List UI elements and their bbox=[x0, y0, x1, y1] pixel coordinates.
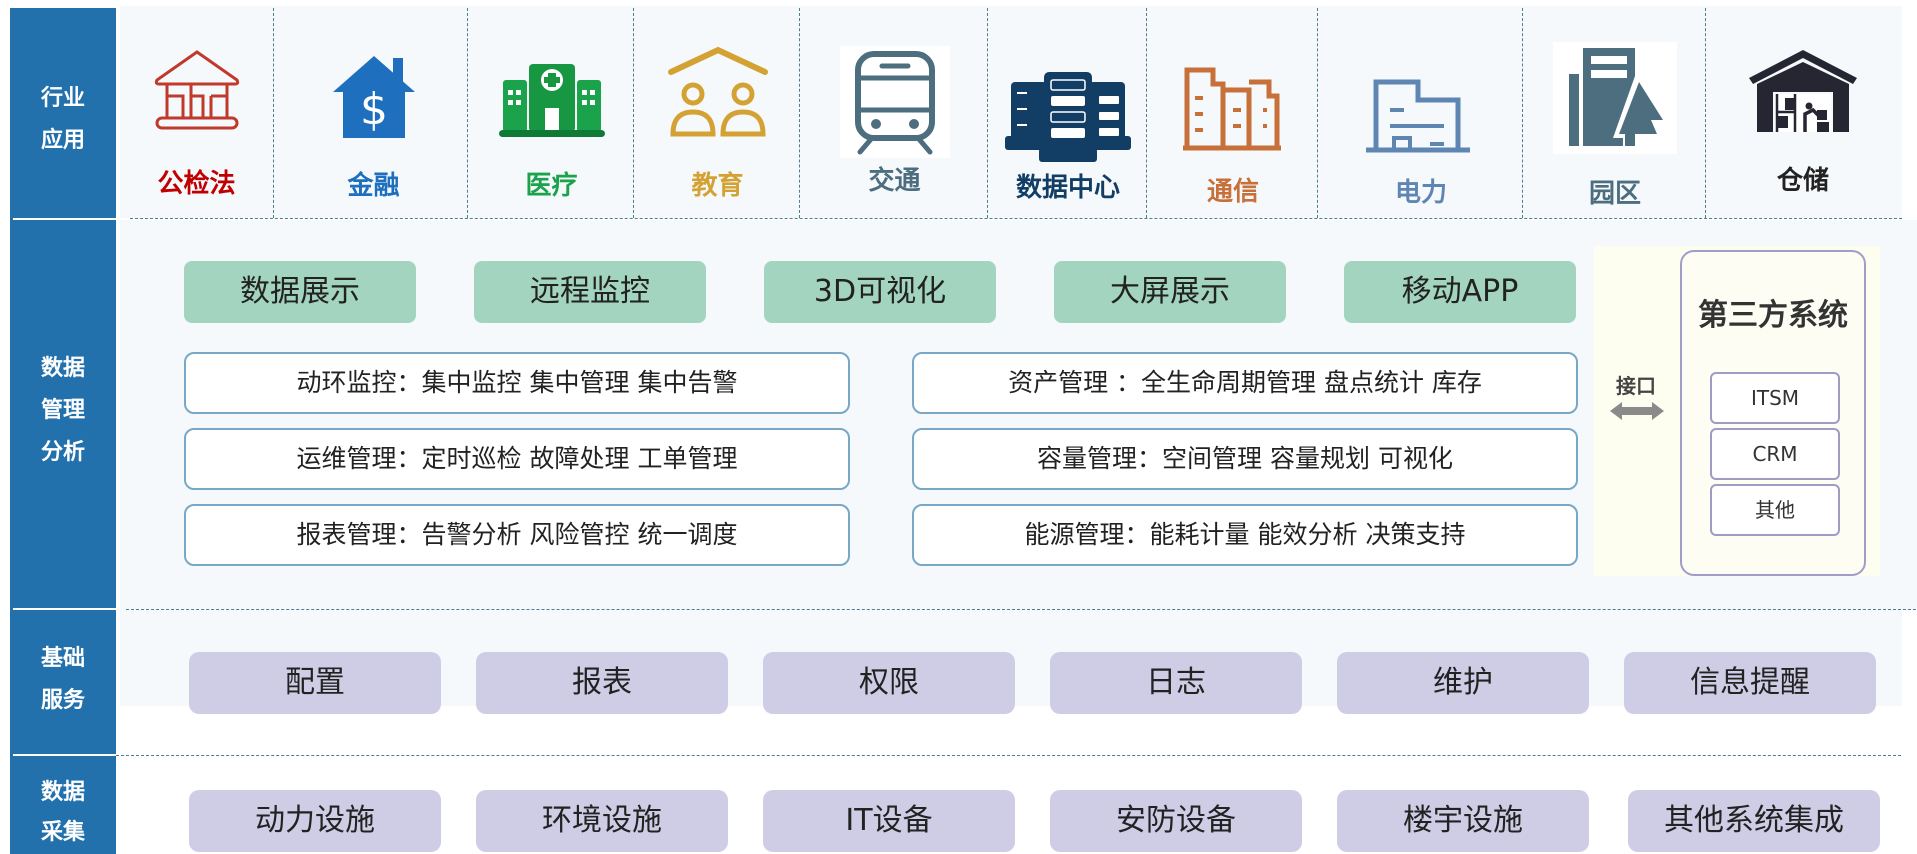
industry-label: 公检法 bbox=[157, 169, 236, 199]
third-party-system[interactable]: 第三方系统 ITSM CRM 其他 bbox=[1680, 250, 1866, 576]
module-box[interactable]: 动环监控：集中监控 集中管理 集中告警 bbox=[184, 352, 850, 414]
industry-label: 金融 bbox=[347, 171, 400, 201]
industry-separator bbox=[1317, 8, 1318, 218]
third-party-title: 第三方系统 bbox=[1698, 298, 1848, 333]
feature-button[interactable]: 远程监控 bbox=[474, 261, 706, 323]
module-box[interactable]: 资产管理 ：全生命周期管理 盘点统计 库存 bbox=[912, 352, 1578, 414]
module-box[interactable]: 能源管理：能耗计量 能效分析 决策支持 bbox=[912, 504, 1578, 566]
layer-label-collection: 数据采集 bbox=[40, 780, 85, 845]
industry-label: 交通 bbox=[868, 166, 921, 196]
industry-label: 数据中心 bbox=[1015, 173, 1120, 203]
layer-label-management: 数据管理分析 bbox=[40, 356, 85, 465]
service-button[interactable]: 日志 bbox=[1050, 652, 1302, 714]
collection-button[interactable]: 环境设施 bbox=[476, 790, 728, 852]
industry-separator bbox=[273, 8, 274, 218]
feature-button[interactable]: 大屏展示 bbox=[1054, 261, 1286, 323]
factory-icon bbox=[1366, 79, 1470, 153]
section-divider bbox=[116, 755, 1901, 756]
industry-label: 医疗 bbox=[525, 171, 578, 201]
section-divider bbox=[130, 218, 1902, 219]
module-box[interactable]: 报表管理：告警分析 风险管控 统一调度 bbox=[184, 504, 850, 566]
service-button[interactable]: 维护 bbox=[1337, 652, 1589, 714]
double-arrow-icon bbox=[1610, 402, 1664, 420]
industry-label: 通信 bbox=[1206, 177, 1259, 207]
collection-button[interactable]: 其他系统集成 bbox=[1628, 790, 1880, 852]
service-button[interactable]: 报表 bbox=[476, 652, 728, 714]
industry-label: 仓储 bbox=[1776, 166, 1829, 196]
industry-item[interactable]: 医疗 bbox=[470, 20, 633, 215]
warehouse-icon bbox=[1749, 50, 1857, 132]
service-button[interactable]: 配置 bbox=[189, 652, 441, 714]
industry-item[interactable]: 园区 bbox=[1525, 20, 1705, 215]
layer-divider bbox=[13, 218, 116, 220]
school-people-icon bbox=[667, 46, 768, 137]
layer-divider bbox=[13, 754, 116, 756]
industry-item[interactable]: 公检法 bbox=[120, 20, 273, 215]
feature-button[interactable]: 3D可视化 bbox=[764, 261, 996, 323]
svg-text:$: $ bbox=[360, 84, 388, 135]
collection-button[interactable]: 动力设施 bbox=[189, 790, 441, 852]
industry-item[interactable]: 交通 bbox=[802, 20, 987, 215]
module-box[interactable]: 容量管理：空间管理 容量规划 可视化 bbox=[912, 428, 1578, 490]
industry-separator bbox=[987, 8, 988, 218]
collection-button[interactable]: 楼宇设施 bbox=[1337, 790, 1589, 852]
industry-separator bbox=[467, 8, 468, 218]
third-party-item[interactable]: 其他 bbox=[1710, 484, 1840, 536]
server-rack-icon bbox=[1005, 72, 1131, 162]
layer-sidebar bbox=[10, 8, 116, 854]
industry-item[interactable]: 电力 bbox=[1320, 20, 1522, 215]
industry-separator bbox=[633, 8, 634, 218]
feature-button[interactable]: 移动APP bbox=[1344, 261, 1576, 323]
buildings-icon bbox=[1183, 67, 1281, 151]
layer-label-foundation: 基础服务 bbox=[40, 646, 85, 713]
collection-button[interactable]: IT设备 bbox=[763, 790, 1015, 852]
industry-label: 电力 bbox=[1394, 178, 1447, 208]
industry-label: 教育 bbox=[691, 171, 744, 201]
service-button[interactable]: 信息提醒 bbox=[1624, 652, 1876, 714]
layer-label-industry: 行业应用 bbox=[40, 86, 85, 153]
module-box[interactable]: 运维管理：定时巡检 故障处理 工单管理 bbox=[184, 428, 850, 490]
industry-separator bbox=[1522, 8, 1523, 218]
service-button[interactable]: 权限 bbox=[763, 652, 1015, 714]
industry-label: 园区 bbox=[1588, 179, 1641, 209]
third-party-item[interactable]: CRM bbox=[1710, 428, 1840, 480]
industry-item[interactable]: 数据中心 bbox=[990, 20, 1146, 215]
industry-item[interactable]: 仓储 bbox=[1708, 20, 1898, 215]
industry-separator bbox=[1146, 8, 1147, 218]
industry-separator bbox=[1705, 8, 1706, 218]
third-party-item[interactable]: ITSM bbox=[1710, 372, 1840, 424]
industry-item[interactable]: 通信 bbox=[1149, 20, 1317, 215]
park-building-tree-icon bbox=[1553, 42, 1677, 154]
industry-item[interactable]: $ 金融 bbox=[280, 20, 467, 215]
hospital-icon bbox=[498, 64, 605, 137]
section-divider bbox=[126, 609, 1916, 610]
industry-item[interactable]: 教育 bbox=[636, 20, 799, 215]
collection-button[interactable]: 安防设备 bbox=[1050, 790, 1302, 852]
feature-button[interactable]: 数据展示 bbox=[184, 261, 416, 323]
house-dollar-icon: $ bbox=[332, 56, 415, 138]
interface-label: 接口 bbox=[1616, 374, 1656, 398]
industry-separator bbox=[799, 8, 800, 218]
courthouse-icon bbox=[154, 50, 239, 130]
train-icon bbox=[839, 46, 950, 158]
layer-divider bbox=[13, 608, 116, 610]
